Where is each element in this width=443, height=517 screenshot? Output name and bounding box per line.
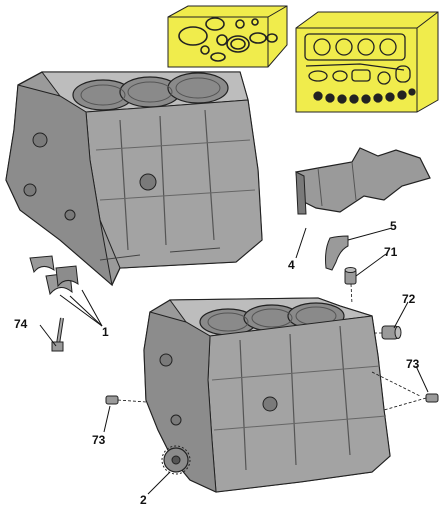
- gasket-kit-large[interactable]: [295, 11, 439, 113]
- crank-sprocket[interactable]: [161, 445, 191, 475]
- oil-baffle[interactable]: [295, 147, 431, 215]
- bolt-74[interactable]: [51, 317, 64, 352]
- callout-5: 5: [390, 219, 397, 233]
- alignment-lines: [350, 283, 421, 397]
- gasket-kit-small[interactable]: [167, 5, 288, 68]
- dowel-73-left[interactable]: [105, 395, 147, 405]
- leader-lines: [39, 227, 429, 495]
- engine-block-upper: [5, 71, 263, 287]
- callout-72: 72: [402, 292, 416, 306]
- callout-73-right: 73: [406, 357, 420, 371]
- dowel-73-right[interactable]: [383, 393, 439, 411]
- callout-1: 1: [102, 325, 109, 339]
- seal-kit-icon: [178, 17, 278, 62]
- bushing-72[interactable]: [381, 325, 402, 340]
- bearing-shell-5[interactable]: [325, 235, 349, 271]
- engine-block-lower: [143, 297, 391, 493]
- callout-4: 4: [288, 258, 295, 272]
- callout-74: 74: [14, 317, 28, 331]
- callout-2: 2: [140, 493, 147, 507]
- gasket-set-icon: [304, 33, 416, 104]
- callout-73-left: 73: [92, 433, 106, 447]
- callout-71: 71: [384, 245, 398, 259]
- bearing-caps[interactable]: [29, 255, 79, 296]
- dowel-71[interactable]: [344, 267, 357, 285]
